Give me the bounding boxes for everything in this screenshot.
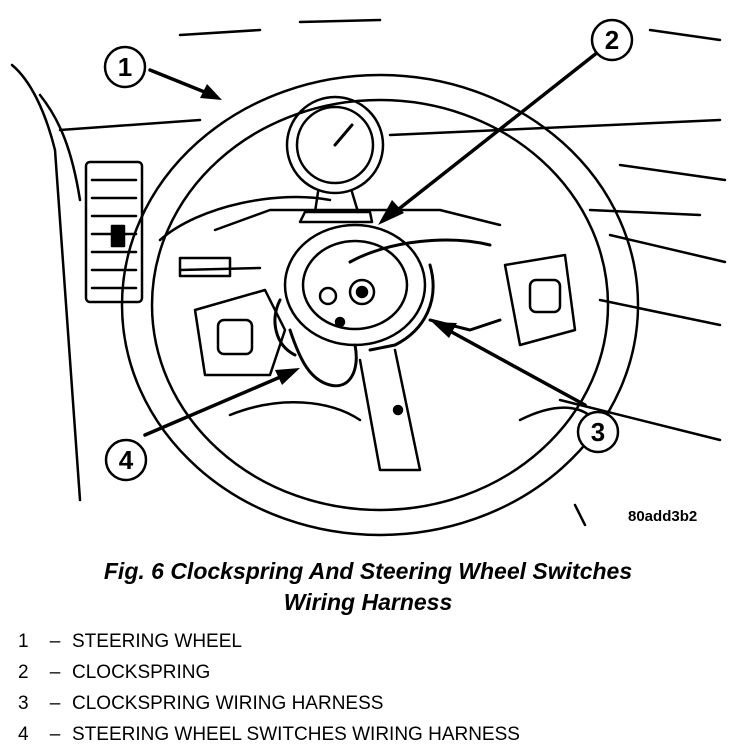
- caption-line-1: Fig. 6 Clockspring And Steering Wheel Sw…: [103, 558, 633, 584]
- callout-3-number: 3: [591, 417, 605, 447]
- callout-leaders: [143, 50, 600, 437]
- legend-label: STEERING WHEEL SWITCHES WIRING HARNESS: [72, 723, 520, 745]
- right-switch-pod: [503, 253, 577, 347]
- callout-3: 3: [576, 410, 620, 454]
- legend-number: 1: [18, 630, 29, 652]
- legend-dash: –: [49, 661, 61, 683]
- callout-2-number: 2: [605, 25, 619, 55]
- figure-code: 80add3b2: [628, 508, 697, 525]
- callout-legend: 1 – STEERING WHEEL 2 – CLOCKSPRING 3 – C…: [18, 626, 718, 750]
- callout-1: 1: [103, 45, 147, 89]
- legend-number: 2: [18, 661, 29, 683]
- legend-label: CLOCKSPRING WIRING HARNESS: [72, 692, 384, 714]
- air-vent: [84, 160, 144, 304]
- legend-item: 4 – STEERING WHEEL SWITCHES WIRING HARNE…: [18, 719, 718, 750]
- gauge: [285, 95, 385, 224]
- steering-wheel-rim: [120, 73, 640, 537]
- legend-label: STEERING WHEEL: [72, 630, 242, 652]
- legend-item: 2 – CLOCKSPRING: [18, 657, 718, 688]
- legend-number: 4: [18, 723, 29, 745]
- legend-label: CLOCKSPRING: [72, 661, 211, 683]
- legend-dash: –: [49, 630, 61, 652]
- wiring-harness: [273, 238, 502, 388]
- legend-item: 1 – STEERING WHEEL: [18, 626, 718, 657]
- callout-4-number: 4: [119, 445, 134, 475]
- legend-dash: –: [49, 692, 61, 714]
- dashboard-outline: [10, 18, 727, 502]
- steering-wheel-illustration: 1 2 3 4 80add3b2: [10, 18, 727, 537]
- figure-caption: Fig. 6 Clockspring And Steering Wheel Sw…: [0, 556, 736, 618]
- clockspring: [283, 223, 427, 347]
- legend-dash: –: [49, 723, 61, 745]
- left-switch-pod: [193, 288, 287, 377]
- callout-4: 4: [104, 438, 148, 482]
- legend-item: 3 – CLOCKSPRING WIRING HARNESS: [18, 688, 718, 719]
- steering-column: [178, 208, 502, 472]
- legend-number: 3: [18, 692, 29, 714]
- caption-line-2: Wiring Harness: [283, 589, 453, 615]
- callout-2: 2: [590, 18, 634, 62]
- callout-1-number: 1: [118, 52, 132, 82]
